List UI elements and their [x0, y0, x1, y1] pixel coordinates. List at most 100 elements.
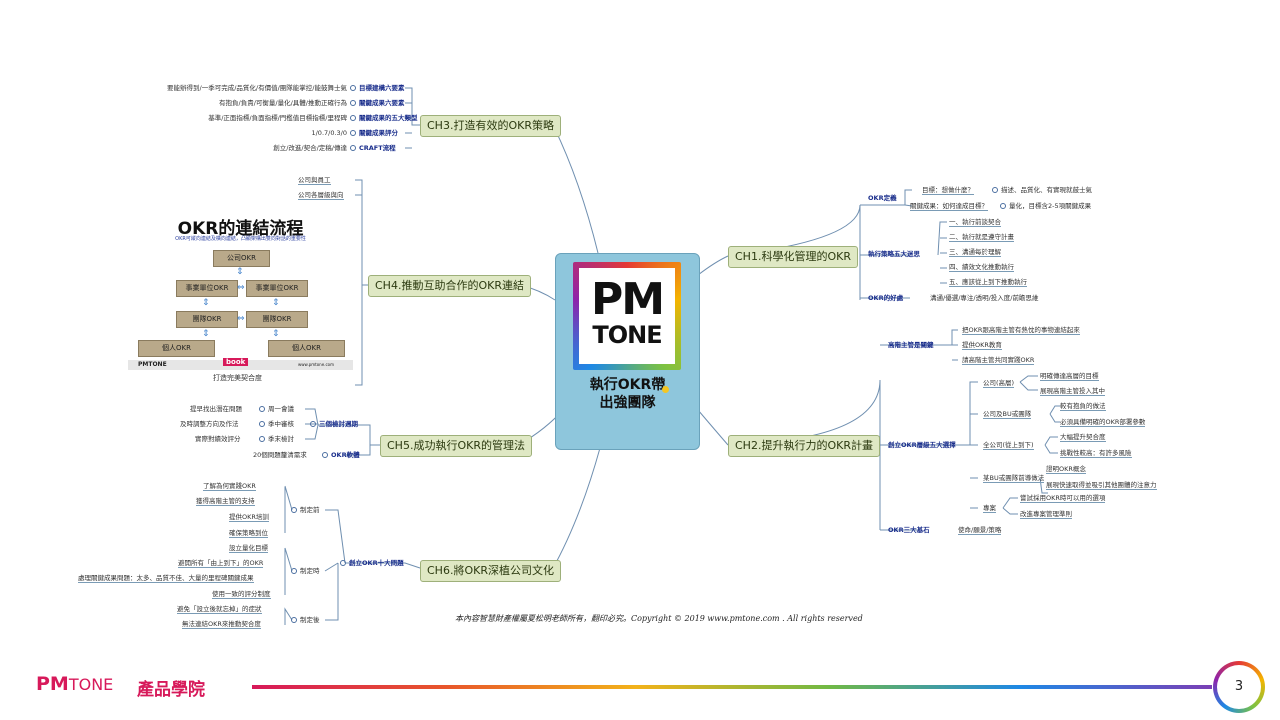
ch6-before-label[interactable]: 制定前	[289, 506, 320, 514]
ch1-five-label[interactable]: 執行策略五大迷思	[868, 250, 920, 258]
ch2-group-name[interactable]: 某BU或團隊前導做法	[983, 474, 1045, 483]
bullet-icon	[340, 560, 346, 566]
ch6-during-item[interactable]: 設立量化目標	[229, 544, 268, 553]
company-okr-box: 公司OKR	[213, 250, 270, 267]
ch3-item-label[interactable]: CRAFT流程	[348, 144, 396, 152]
okr-diagram-subtitle: OKR可縱向連結及橫向連結，凸顯架構出雙向對話的重要性	[175, 236, 306, 242]
page-number: 3	[1217, 665, 1261, 709]
ch1-def-detail[interactable]: 描述、品質化、有實現就鼓士氣	[990, 186, 1092, 194]
ch2-high-item[interactable]: 提供OKR教育	[962, 341, 1002, 350]
ch3-item-label[interactable]: 關鍵成果六要素	[348, 99, 405, 107]
ch2-high-item[interactable]: 把OKR跟高階主管有熱忱的事物連結起來	[962, 326, 1080, 335]
bullet-icon	[350, 100, 356, 106]
ch5-review-cycles[interactable]: 三個檢討週期	[308, 420, 358, 428]
chapter-node-ch1[interactable]: CH1.科學化管理的OKR	[728, 246, 858, 268]
up-down-arrow-icon: ⇕	[202, 329, 210, 339]
ch2-group-name[interactable]: 公司(高層)	[983, 379, 1015, 388]
ch2-group-item[interactable]: 證明OKR概念	[1046, 465, 1086, 474]
ch5-software-text: 20個問題釐清需求	[253, 451, 307, 459]
footer-brand-logo: PMTONE	[36, 673, 113, 695]
person-okr-box-right: 個人OKR	[268, 340, 345, 357]
bu-okr-box-left: 事業單位OKR	[176, 280, 238, 297]
ch4-item[interactable]: 公司與員工	[298, 176, 331, 185]
chapter-node-ch6[interactable]: CH6.將OKR深植公司文化	[420, 560, 561, 582]
bullet-icon	[291, 617, 297, 623]
ch2-three-label[interactable]: OKR三大基石	[888, 526, 930, 534]
ch2-group-item[interactable]: 嘗試採用OKR時可以用的選項	[1020, 494, 1106, 503]
okr-diagram-footer: PMTONE book www.pmtone.com	[128, 358, 353, 370]
ch6-during-item[interactable]: 避開所有「由上到下」的OKR	[178, 559, 264, 568]
ch3-item-label[interactable]: 關鍵成果的五大類型	[348, 114, 418, 122]
okr-diagram-caption: 打造完美契合度	[213, 374, 262, 382]
ch6-before-item[interactable]: 提供OKR培訓	[229, 513, 269, 522]
bullet-icon	[350, 115, 356, 121]
ch2-group-item[interactable]: 必須具備明確的OKR部署參數	[1060, 418, 1146, 427]
ch1-five-item[interactable]: 一、執行前談契合	[949, 218, 1001, 227]
ch1-five-item[interactable]: 五、應該從上到下推動執行	[949, 278, 1027, 287]
bullet-icon	[350, 130, 356, 136]
ch6-during-item[interactable]: 使用一致的評分制度	[212, 590, 271, 599]
ch2-group-item[interactable]: 挑戰性較高：有許多風險	[1060, 449, 1132, 458]
ch3-item-text: 要能辦得到/一季可完成/品質化/有價值/團隊能掌控/能鼓舞士氣	[167, 84, 347, 92]
ch2-five-label[interactable]: 創立OKR層級五大選擇	[888, 441, 956, 449]
ch6-during-item[interactable]: 處理關鍵成果問題：太多、品質不佳、大量的里程碑關鍵成果	[78, 574, 254, 583]
chapter-node-ch2[interactable]: CH2.提升執行力的OKR計畫	[728, 435, 880, 457]
ch4-item[interactable]: 公司各層級與向	[298, 191, 344, 200]
chapter-node-ch3[interactable]: CH3.打造有效的OKR策略	[420, 115, 561, 137]
ch2-group-item[interactable]: 明確傳達高層的目標	[1040, 372, 1099, 381]
footer-gradient-bar	[252, 685, 1212, 689]
ch1-good-label[interactable]: OKR的好處	[868, 294, 904, 302]
ch2-group-name[interactable]: 公司及BU或團隊	[983, 410, 1032, 419]
ch3-item-label[interactable]: 目標建構六要素	[348, 84, 405, 92]
person-okr-box-left: 個人OKR	[138, 340, 215, 357]
team-okr-box-right: 團隊OKR	[246, 311, 308, 328]
ch2-group-item[interactable]: 展現高階主管投入其中	[1040, 387, 1105, 396]
ch5-item-label[interactable]: 季中審核	[257, 420, 294, 428]
chapter-node-ch4[interactable]: CH4.推動互助合作的OKR連結	[368, 275, 531, 297]
footer-brand-tone: TONE	[68, 675, 114, 694]
ch2-group-item[interactable]: 較有抱負的做法	[1060, 402, 1106, 411]
ch1-five-item[interactable]: 四、績效文化推動執行	[949, 263, 1014, 272]
ch6-after-label[interactable]: 制定後	[289, 616, 320, 624]
ch2-group-name[interactable]: 全公司(從上到下)	[983, 441, 1034, 450]
bu-okr-box-right: 事業單位OKR	[246, 280, 308, 297]
central-title-line2: 出強團隊	[599, 395, 656, 411]
ch1-good-text: 溝通/優選/專注/透明/投入度/前瞻思維	[930, 294, 1039, 302]
ch1-def-item[interactable]: 關鍵成果：如何達成目標？	[910, 202, 988, 211]
ch1-def-item[interactable]: 目標：想做什麼？	[922, 186, 974, 195]
ch5-item-label[interactable]: 季末檢討	[257, 435, 294, 443]
ch1-five-item[interactable]: 二、執行就是遵守計畫	[949, 233, 1014, 242]
bullet-icon	[291, 507, 297, 513]
ch3-item-text: 創立/改進/契合/定稿/傳達	[273, 144, 347, 152]
ch6-before-item[interactable]: 獲得高階主管的支持	[196, 497, 255, 506]
ch6-after-item[interactable]: 避免「設立後就忘掉」的症狀	[177, 605, 262, 614]
ch3-item-text: 基準/正面指標/負面指標/門檻值目標指標/里程碑	[208, 114, 347, 122]
ch2-high-item[interactable]: 請高階主管共同實踐OKR	[962, 356, 1035, 365]
ch2-group-name[interactable]: 專案	[983, 504, 996, 513]
ch1-def-detail[interactable]: 量化，目標含2-5項關鍵成果	[998, 202, 1091, 210]
ch6-ten-questions[interactable]: 創立OKR十大問題	[338, 559, 404, 567]
ch2-group-item[interactable]: 展現快速取得並吸引其他團體的注意力	[1046, 481, 1157, 490]
ch5-item-label[interactable]: 周一會議	[257, 405, 294, 413]
central-topic[interactable]: PM TONE 執行OKR帶 出強團隊	[555, 253, 700, 450]
ch2-high-label[interactable]: 高階主管是關鍵	[888, 341, 934, 349]
ch6-before-item[interactable]: 確保策略到位	[229, 529, 268, 538]
chapter-node-ch5[interactable]: CH5.成功執行OKR的管理法	[380, 435, 532, 457]
up-down-arrow-icon: ⇕	[202, 298, 210, 308]
ch3-item-label[interactable]: 關鍵成果評分	[348, 129, 398, 137]
ch6-after-item[interactable]: 無法連結OKR來推動契合度	[182, 620, 261, 629]
ch2-group-item[interactable]: 大幅提升契合度	[1060, 433, 1106, 442]
bullet-icon	[322, 452, 328, 458]
ch1-five-item[interactable]: 三、溝通每於理解	[949, 248, 1001, 257]
ch6-before-item[interactable]: 了解為何實踐OKR	[203, 482, 256, 491]
ch1-def-label[interactable]: OKR定義	[868, 194, 897, 202]
copyright-notice: 本內容智慧財產權屬夏松明老師所有，翻印必究。Copyright © 2019 w…	[455, 614, 863, 623]
ch2-group-item[interactable]: 改進專案管理準則	[1020, 510, 1072, 519]
bullet-icon	[259, 421, 265, 427]
ch6-during-label[interactable]: 制定時	[289, 567, 320, 575]
ch5-software-label[interactable]: OKR軟體	[320, 451, 360, 459]
bullet-icon	[259, 406, 265, 412]
bullet-icon	[992, 187, 998, 193]
ch2-three-text[interactable]: 使命/願景/策略	[958, 526, 1002, 535]
okr-footer-url: www.pmtone.com	[298, 362, 334, 367]
